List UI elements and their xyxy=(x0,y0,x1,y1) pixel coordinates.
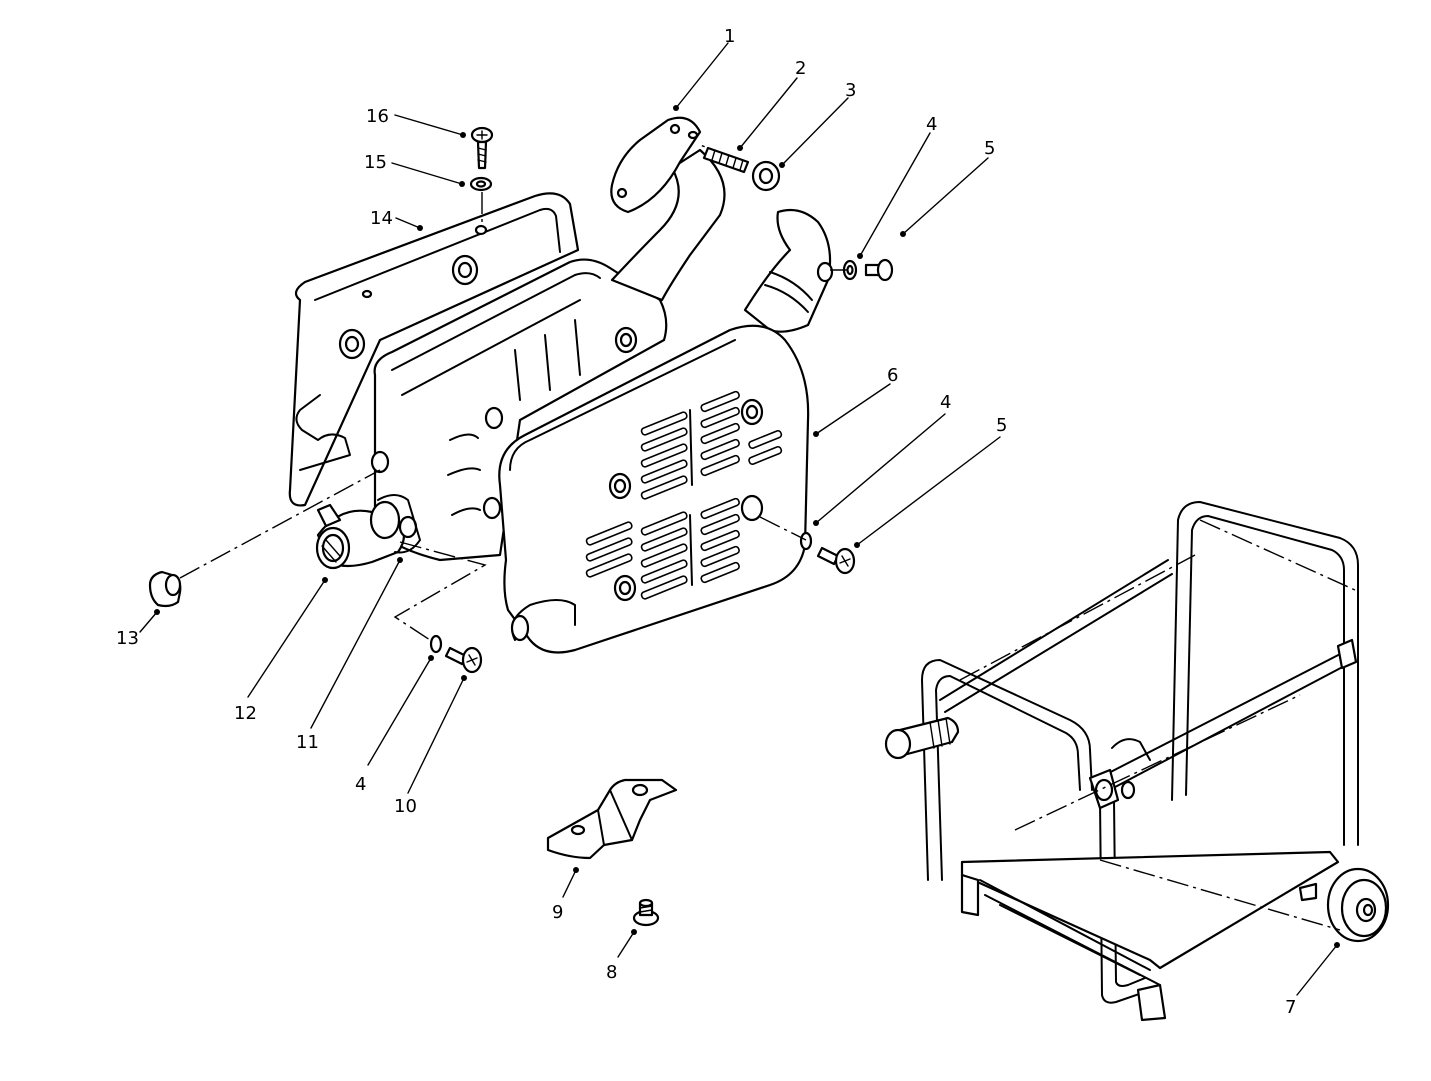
callout-2: 2 xyxy=(795,58,806,79)
callout-7: 7 xyxy=(1285,997,1296,1018)
frame-clamp xyxy=(1088,768,1136,810)
handle-grip xyxy=(884,716,960,760)
drain-plug xyxy=(148,570,182,608)
front-heat-shield xyxy=(498,324,810,654)
spark-arrester xyxy=(315,494,421,570)
stud xyxy=(702,146,750,174)
carrying-frame xyxy=(884,501,1390,1022)
callout-15: 15 xyxy=(364,152,387,173)
leader-lines xyxy=(139,42,1340,996)
callout-5b: 5 xyxy=(996,415,1007,436)
screw-right xyxy=(816,546,856,575)
top-screw xyxy=(470,126,494,170)
callout-4b: 4 xyxy=(940,392,951,413)
muffler-assembly xyxy=(148,116,894,674)
wheel xyxy=(1326,867,1390,943)
callout-12: 12 xyxy=(234,703,257,724)
washer-right xyxy=(799,531,813,551)
callout-5a: 5 xyxy=(984,138,995,159)
bolt-upper xyxy=(864,258,894,282)
callout-16: 16 xyxy=(366,106,389,127)
louver-group-lower-left xyxy=(585,511,688,600)
flange-nut xyxy=(751,160,781,192)
callout-10: 10 xyxy=(394,796,417,817)
callout-4c: 4 xyxy=(355,774,366,795)
callout-9: 9 xyxy=(552,902,563,923)
bracket-bolt xyxy=(632,898,660,927)
rear-heat-shield xyxy=(288,192,580,507)
callout-4a: 4 xyxy=(926,114,937,135)
louver-group-upper-right xyxy=(700,390,783,477)
muffler-body xyxy=(370,258,668,562)
callout-13: 13 xyxy=(116,628,139,649)
top-washer xyxy=(469,176,493,192)
screw-lower xyxy=(444,646,483,674)
washer-lower xyxy=(429,634,443,654)
washer-upper xyxy=(842,259,858,281)
callout-labels: 1 2 3 4 5 6 4 5 16 15 14 13 12 11 4 10 9… xyxy=(116,26,1296,1018)
callout-6: 6 xyxy=(887,365,898,386)
outlet-elbow xyxy=(743,208,834,333)
louver-group-lower-right xyxy=(700,497,740,584)
callout-3: 3 xyxy=(845,80,856,101)
callout-11: 11 xyxy=(296,732,319,753)
callout-14: 14 xyxy=(370,208,393,229)
mounting-bracket xyxy=(546,778,678,860)
center-lines xyxy=(179,144,848,641)
callout-8: 8 xyxy=(606,962,617,983)
exhaust-inlet-pipe xyxy=(610,116,726,302)
callout-1: 1 xyxy=(724,26,735,47)
louver-group-upper-left xyxy=(640,411,688,500)
